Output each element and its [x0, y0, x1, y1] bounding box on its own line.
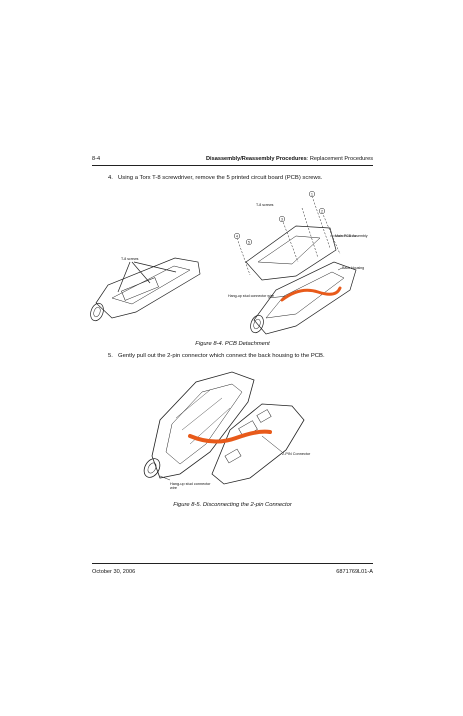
callout-4-circle	[233, 232, 241, 240]
left-leader-2	[131, 261, 151, 284]
step-4-text: Using a Torx T-8 screwdriver, remove the…	[118, 175, 323, 181]
callout-3-circle	[278, 215, 286, 223]
screw-guide-5	[321, 211, 341, 255]
hang-up-wire-fig-8-5	[188, 429, 272, 444]
callout-circles	[233, 190, 326, 246]
callout-1-circle	[308, 190, 316, 198]
back-housing-outline	[253, 261, 357, 335]
callout-4: 4	[236, 234, 238, 238]
running-header: Disassembly/Reassembly Procedures: Repla…	[206, 156, 373, 162]
footer-date: October 30, 2006	[92, 569, 136, 575]
exploded-assembly-drawing	[236, 195, 357, 335]
step-5: 5. Gently pull out the 2-pin connector w…	[108, 353, 325, 359]
callout-3: 3	[281, 217, 283, 221]
left-housing-outline	[95, 257, 201, 319]
leader-2pin-connector	[261, 435, 283, 453]
step-5-text: Gently pull out the 2-pin connector whic…	[118, 353, 325, 359]
screw-guide-1	[236, 237, 251, 276]
pcb-board-outline	[211, 403, 305, 485]
screw-guide-3	[301, 207, 319, 259]
page-number: 8-4	[92, 156, 101, 162]
label-screws-right: T-8 screws	[256, 203, 274, 207]
callout-2: 2	[321, 209, 323, 213]
step-5-number: 5.	[108, 353, 113, 359]
callout-5: 5	[248, 240, 250, 244]
left-leader-3	[133, 261, 177, 273]
open-housing-inner	[165, 383, 243, 465]
label-screws-left: T-8 screws	[121, 257, 139, 261]
screw-guide-4	[311, 195, 331, 249]
footer-doc-number: 6871769L01-A	[336, 569, 373, 575]
pcb-component-2	[256, 409, 272, 423]
pcb-board-drawing	[159, 403, 305, 485]
left-housing-end-inner	[93, 306, 101, 318]
figure-8-4-caption: Figure 8-4. PCB Detachment	[195, 341, 270, 347]
main-pcb-inner	[257, 235, 321, 265]
screw-guide-2	[281, 218, 299, 263]
open-housing-drawing	[143, 371, 255, 479]
header-rule	[92, 165, 373, 166]
leader-hang-up-fig-8-5	[159, 475, 171, 481]
step-4-number: 4.	[108, 175, 113, 181]
label-2pin-connector: 2-PIN Connector	[282, 452, 311, 456]
open-housing-end	[143, 458, 161, 478]
footer-rule	[92, 563, 373, 564]
label-main-pcb: Main PCB Assembly	[335, 234, 368, 238]
main-pcb-outline	[245, 225, 337, 281]
running-header-subsection: : Replacement Procedures	[306, 156, 373, 162]
pcb-component-3	[224, 448, 242, 464]
left-leader-1	[117, 261, 131, 293]
left-housing-end	[90, 302, 104, 322]
label-hang-up-fig-8-5: Hang-up stud connector wire	[170, 482, 211, 491]
hang-up-wire-fig-8-4	[280, 286, 342, 302]
left-housing-drawing	[90, 257, 201, 322]
back-housing-end	[250, 314, 264, 334]
open-housing-outline	[151, 371, 255, 479]
step-4: 4. Using a Torx T-8 screwdriver, remove …	[108, 175, 323, 181]
label-back-housing: Back Housing	[342, 266, 364, 270]
open-housing-end-inner	[147, 462, 157, 474]
left-housing-inner	[111, 265, 191, 305]
label-hang-up-fig-8-4: Hang-up stud connector wire	[228, 294, 274, 298]
figure-8-5-caption: Figure 8-5. Disconnecting the 2-pin Conn…	[173, 502, 292, 508]
callout-1: 1	[311, 192, 313, 196]
left-housing-board	[121, 277, 159, 301]
leader-back-housing	[337, 267, 343, 271]
callout-2-circle	[318, 207, 326, 215]
running-header-section: Disassembly/Reassembly Procedures	[206, 156, 307, 162]
callout-5-circle	[245, 238, 253, 246]
back-housing-end-inner	[253, 318, 261, 330]
